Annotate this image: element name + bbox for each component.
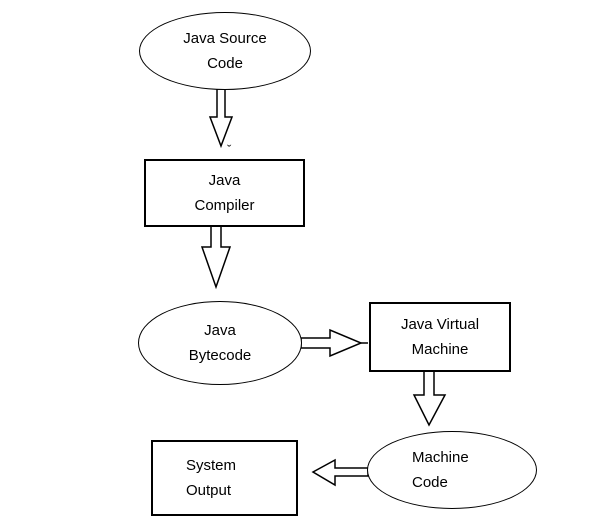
node-label: Java Virtual Machine	[400, 316, 480, 358]
node-java-virtual-machine: Java Virtual Machine	[369, 302, 511, 372]
node-label: Java Compiler	[194, 172, 255, 214]
down-arrow-source-to-compiler	[208, 88, 234, 149]
node-java-compiler: Java Compiler	[144, 159, 305, 227]
down-arrow-jvm-to-machine-code	[412, 370, 447, 427]
node-java-bytecode: Java Bytecode	[138, 301, 302, 385]
node-machine-code: Machine Code	[367, 431, 537, 509]
node-label: Java Source Code	[183, 30, 267, 72]
node-label: Java Bytecode	[188, 322, 252, 364]
stray-caret-mark: ˇ	[227, 142, 232, 157]
left-arrow-machine-code-to-system-output	[311, 458, 369, 487]
node-label: System Output	[186, 457, 237, 499]
down-arrow-compiler-to-bytecode	[200, 225, 232, 290]
node-java-source-code: Java Source Code	[139, 12, 311, 90]
right-arrow-bytecode-to-jvm	[300, 328, 363, 358]
node-label: Machine Code	[412, 449, 469, 491]
node-system-output: System Output	[151, 440, 298, 516]
